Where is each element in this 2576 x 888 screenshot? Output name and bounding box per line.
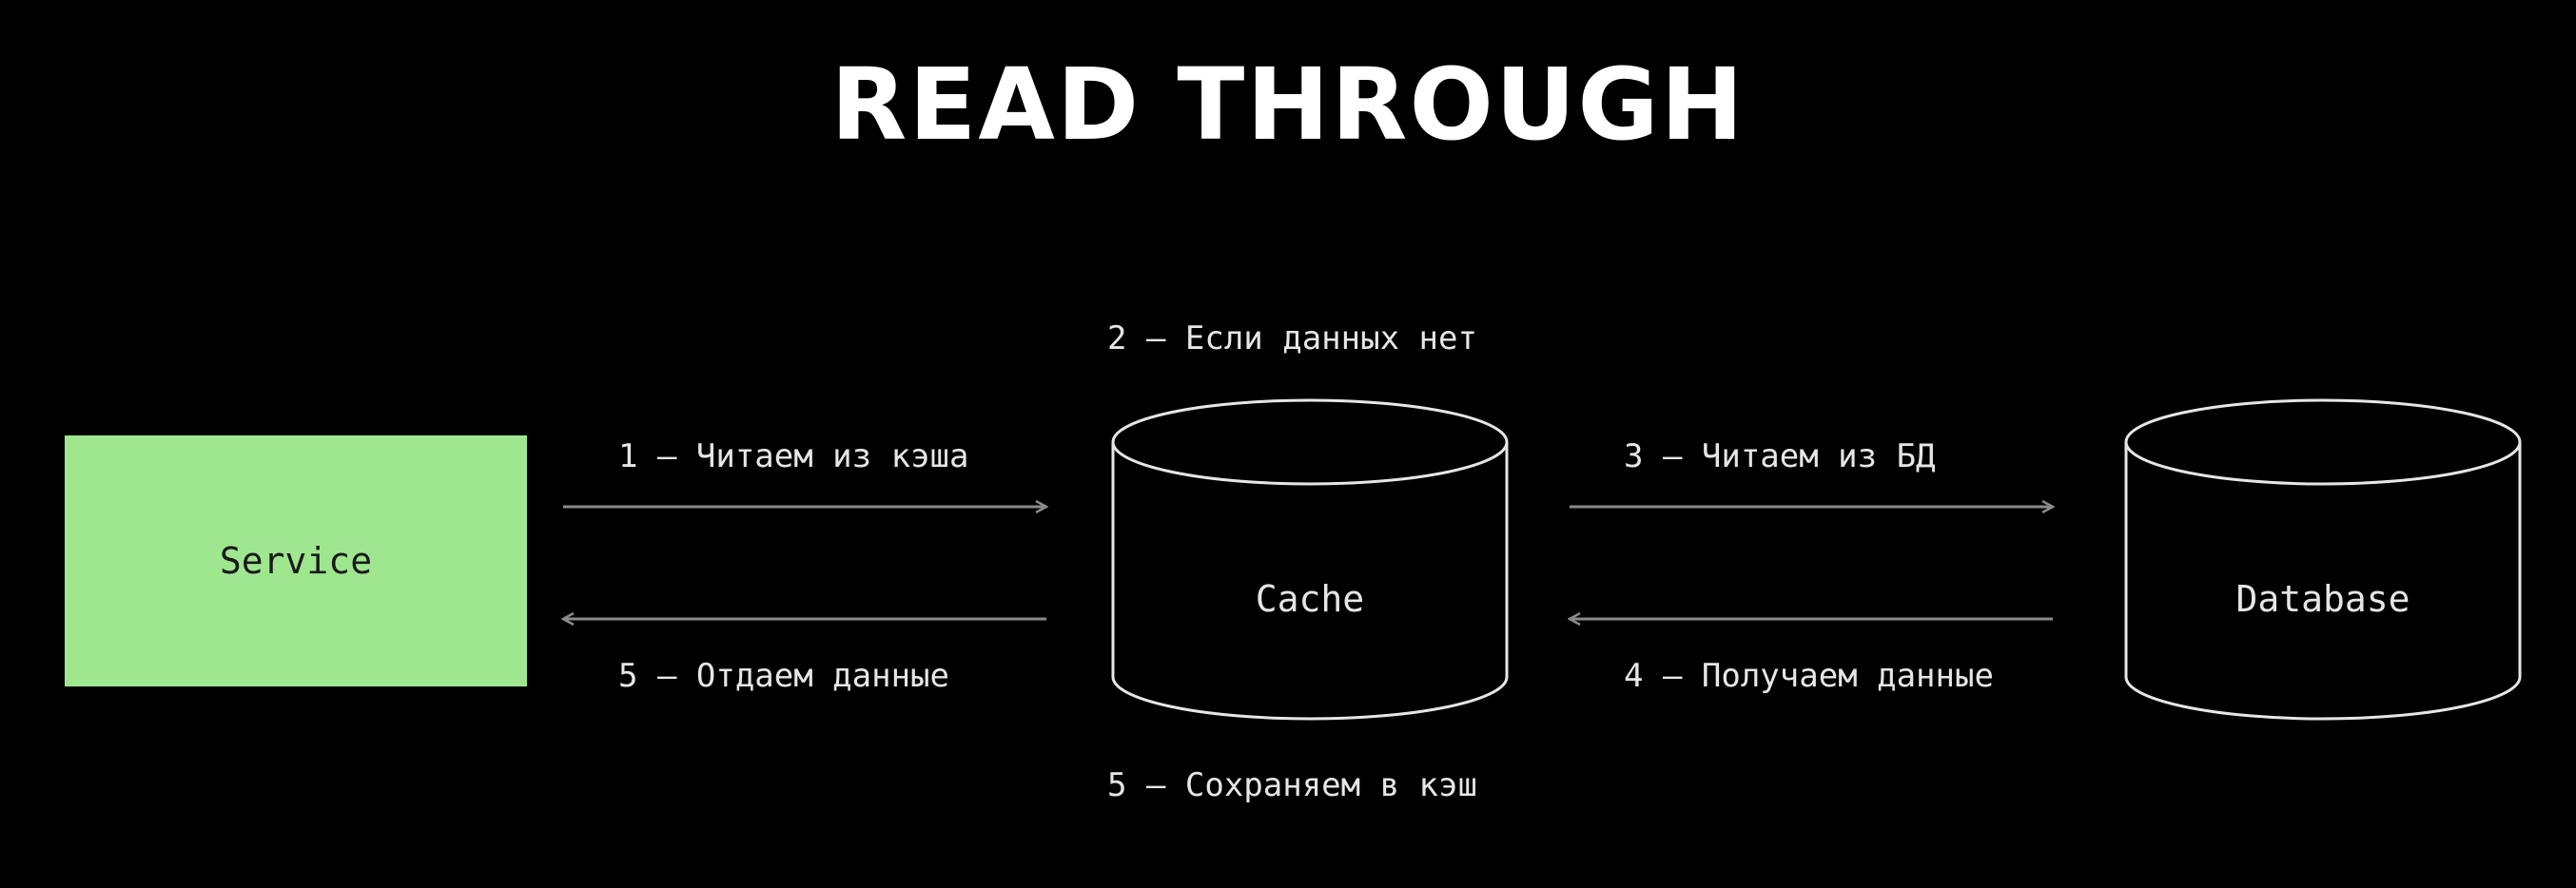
service-label: Service (219, 540, 373, 582)
cache-label: Cache (1255, 578, 1365, 620)
step-3-label: 3 — Читаем из БД (1624, 437, 1936, 475)
cache-cylinder (1111, 398, 1509, 721)
service-node: Service (65, 435, 527, 686)
step-1-label: 1 — Читаем из кэша (618, 437, 969, 475)
page-title: READ THROUGH (830, 47, 1746, 163)
step-2-label: 2 — Если данных нет (1107, 319, 1477, 357)
database-cylinder (2124, 398, 2522, 721)
step-4-label: 4 — Получаем данные (1624, 657, 1994, 695)
database-label: Database (2235, 578, 2410, 620)
step-5-return-label: 5 — Отдаем данные (618, 657, 949, 695)
step-5-save-label: 5 — Сохраняем в кэш (1107, 766, 1477, 804)
